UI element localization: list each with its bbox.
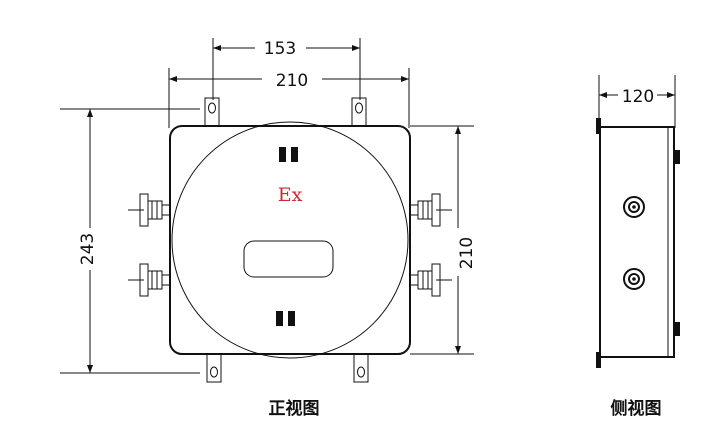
bolt-marker-top	[279, 147, 298, 162]
dim-height-body: 210	[410, 125, 477, 355]
ex-marking: Ex	[278, 184, 303, 206]
mounting-lug-bottom-left	[206, 353, 222, 383]
cable-gland-left-upper	[128, 193, 171, 227]
dim-height-body-label: 210	[457, 237, 477, 269]
dim-bolt-spacing: 153	[212, 38, 361, 100]
dim-width-label: 210	[276, 71, 308, 91]
side-tab-top	[674, 150, 680, 164]
dim-depth: 120	[598, 75, 676, 128]
cable-gland-right-lower	[409, 263, 452, 297]
dim-bolt-spacing-label: 153	[264, 39, 296, 59]
dim-width: 210	[168, 68, 410, 128]
side-body	[599, 126, 675, 358]
front-view-caption: 正视图	[269, 398, 320, 419]
enclosure-body	[169, 125, 411, 355]
side-gland-lower	[623, 268, 645, 290]
mounting-lug-bottom-right	[353, 353, 369, 383]
cable-gland-left-lower	[128, 263, 171, 297]
dim-height-outer-label: 243	[78, 233, 98, 265]
dim-height-outer: 243	[60, 108, 200, 374]
viewing-window	[243, 240, 334, 278]
side-view: 120 侧视图	[596, 75, 680, 419]
side-gland-upper	[623, 196, 645, 218]
front-view: 153 210 243	[60, 38, 477, 419]
side-tab-bottom	[674, 322, 680, 336]
side-view-caption: 侧视图	[611, 398, 662, 419]
cable-gland-right-upper	[409, 193, 452, 227]
side-lug-top	[596, 118, 601, 134]
circular-cover	[171, 121, 409, 359]
dim-depth-label: 120	[622, 87, 654, 107]
mounting-lug-top-right	[351, 97, 367, 127]
bolt-marker-bottom	[276, 311, 295, 326]
mounting-lug-top-left	[204, 97, 220, 127]
side-lug-bottom	[596, 352, 601, 368]
